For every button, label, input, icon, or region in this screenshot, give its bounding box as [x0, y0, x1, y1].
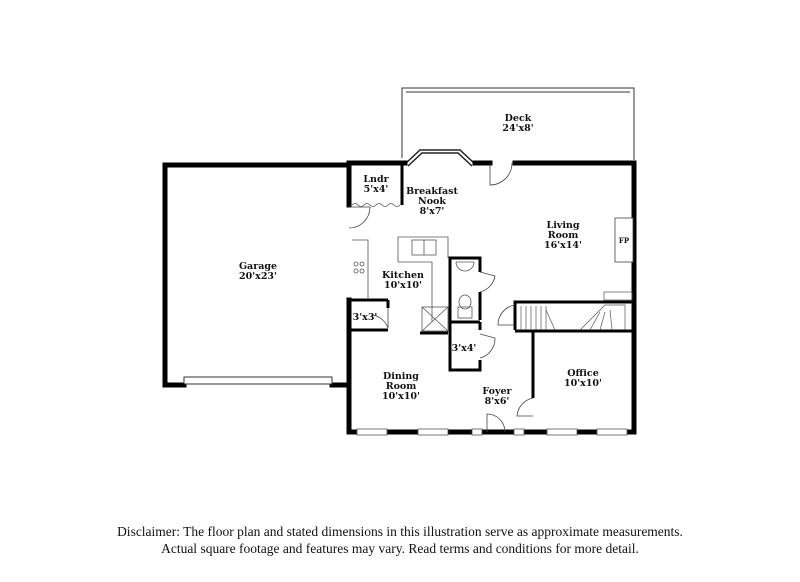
staircase	[520, 291, 633, 331]
kitchen-fixtures	[352, 236, 449, 332]
breakfast-nook-dims: 8'x7'	[420, 206, 445, 217]
exterior-walls	[162, 160, 637, 435]
kitchen-dims: 10'x10'	[384, 280, 422, 291]
interior-walls	[349, 165, 634, 398]
deck-outline	[401, 87, 635, 160]
garage-label: Garage	[239, 261, 277, 272]
closet-3x4-dims: 3'x4'	[452, 343, 477, 354]
foyer-dims: 8'x6'	[485, 396, 510, 407]
deck-dims: 24'x8'	[502, 123, 533, 134]
kitchen-label: Kitchen	[382, 270, 424, 281]
breakfast-nook-label-1: Breakfast	[406, 186, 458, 197]
office-label: Office	[567, 368, 599, 379]
closet-3x3-dims: 3'x3'	[353, 312, 378, 323]
deck-label: Deck	[505, 113, 532, 124]
garage-dims: 20'x23'	[239, 271, 277, 282]
living-room-label-1: Living	[547, 220, 580, 231]
dining-room-label-1: Dining	[383, 371, 419, 382]
disclaimer-line-2: Actual square footage and features may v…	[161, 541, 639, 556]
dining-room-label-2: Room	[386, 381, 417, 392]
laundry-label: Lndr	[363, 174, 389, 185]
bay-window	[404, 149, 476, 167]
office-dims: 10'x10'	[564, 378, 602, 389]
garage-door	[183, 376, 333, 385]
dining-room-dims: 10'x10'	[382, 391, 420, 402]
laundry-dims: 5'x4'	[364, 184, 389, 195]
foyer-label: Foyer	[482, 386, 512, 397]
windows	[356, 428, 628, 436]
fireplace-label: FP	[619, 236, 630, 245]
living-room-label-2: Room	[548, 230, 579, 241]
laundry-bifold-door	[351, 203, 401, 207]
fireplace	[614, 217, 634, 263]
doors	[348, 162, 534, 433]
living-room-dims: 16'x14'	[544, 240, 582, 251]
disclaimer-line-1: Disclaimer: The floor plan and stated di…	[117, 524, 683, 539]
breakfast-nook-label-2: Nook	[418, 196, 446, 207]
bathroom-fixtures	[455, 261, 475, 319]
